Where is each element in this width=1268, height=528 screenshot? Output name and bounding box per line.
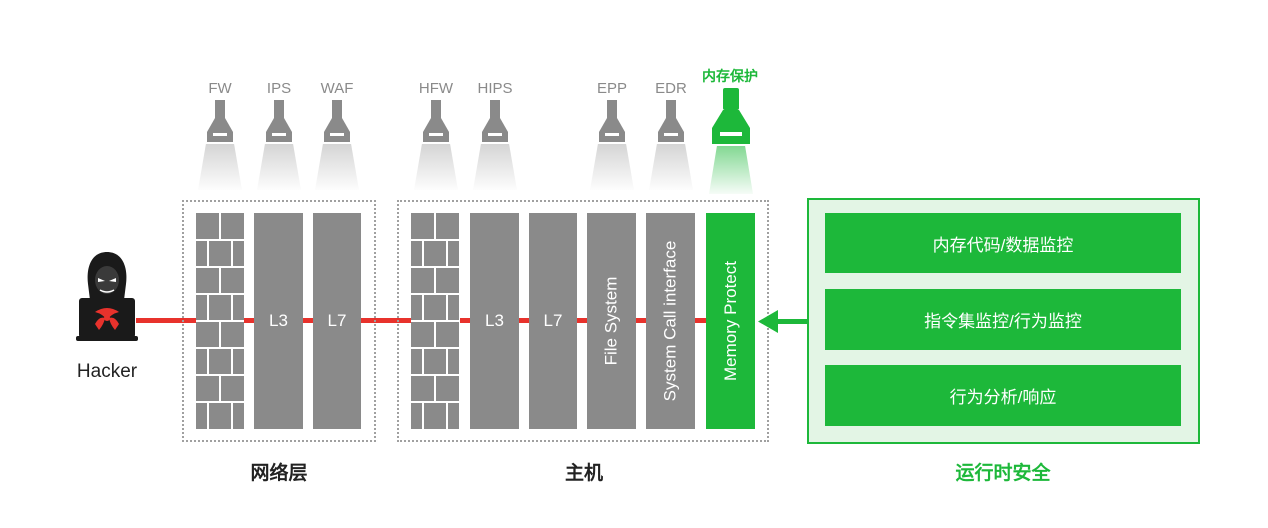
- arrow-left-icon: [758, 310, 810, 333]
- beam-edr: [649, 144, 693, 190]
- lamp-label-epp: EPP: [596, 80, 627, 97]
- host-layer-memory-protect-label: Memory Protect: [720, 261, 740, 381]
- runtime-item-instruction-monitor: 指令集监控/行为监控: [825, 289, 1181, 350]
- lamp-label-memory: 内存保护: [702, 68, 758, 84]
- spotlight-icon-ips: [266, 100, 292, 142]
- host-layer-file-system: File System: [587, 213, 636, 429]
- runtime-item-behavior-analysis: 行为分析/响应: [825, 365, 1181, 426]
- network-layer-caption: 网络层: [250, 463, 308, 484]
- spotlight-icon-waf: [324, 100, 350, 142]
- lamp-label-fw: FW: [208, 80, 232, 97]
- host-layer-memory-protect: Memory Protect: [706, 213, 755, 429]
- network-layer-l3-label: L3: [269, 311, 288, 330]
- host-layer-l3-label: L3: [485, 311, 504, 330]
- lamp-label-hips: HIPS: [477, 80, 513, 97]
- host-layer-l7: L7: [529, 213, 577, 429]
- network-layer-l7-label: L7: [327, 311, 347, 330]
- network-layer-group: [182, 200, 376, 442]
- lamp-label-ips: IPS: [266, 80, 292, 97]
- spotlight-icon-hips: [482, 100, 508, 142]
- host-layer-system-call: System Call interface: [646, 213, 695, 429]
- host-layer-l3: L3: [470, 213, 519, 429]
- attack-line-1: [136, 318, 196, 323]
- runtime-caption: 运行时安全: [955, 463, 1051, 484]
- lamp-label-waf: WAF: [320, 80, 354, 97]
- host-layer-l7-label: L7: [543, 311, 563, 330]
- beam-epp: [590, 144, 634, 190]
- hacker-icon: [76, 252, 138, 341]
- runtime-item-memory-monitor: 内存代码/数据监控: [825, 213, 1181, 273]
- host-caption: 主机: [564, 463, 603, 484]
- host-layer-system-call-label: System Call interface: [660, 240, 680, 402]
- attack-line-3: [460, 318, 710, 323]
- host-layer-file-system-label: File System: [601, 276, 621, 366]
- spotlight-icon-edr: [658, 100, 684, 142]
- beam-hfw: [414, 144, 458, 190]
- hacker-label: Hacker: [76, 361, 138, 382]
- runtime-item-behavior-analysis-label: 行为分析/响应: [949, 388, 1057, 407]
- runtime-item-instruction-monitor-label: 指令集监控/行为监控: [924, 312, 1082, 331]
- network-layer-l7: L7: [313, 213, 361, 429]
- runtime-item-memory-monitor-label: 内存代码/数据监控: [932, 235, 1074, 255]
- spotlight-icon-hfw: [423, 100, 449, 142]
- network-layer-l3: L3: [254, 213, 303, 429]
- spotlight-icon-epp: [599, 100, 625, 142]
- lamp-label-hfw: HFW: [418, 80, 454, 97]
- beam-waf: [315, 144, 359, 190]
- firewall-brick-icon-host: [411, 213, 459, 429]
- beam-ips: [257, 144, 301, 190]
- hacker-figure: [76, 250, 138, 346]
- spotlight-icon-fw: [207, 100, 233, 142]
- firewall-brick-icon-network: [196, 213, 244, 429]
- beam-memory: [709, 146, 753, 194]
- beam-fw: [198, 144, 242, 190]
- lamp-label-edr: EDR: [655, 80, 687, 97]
- beam-hips: [473, 144, 517, 190]
- spotlight-icon-memory: [712, 88, 750, 144]
